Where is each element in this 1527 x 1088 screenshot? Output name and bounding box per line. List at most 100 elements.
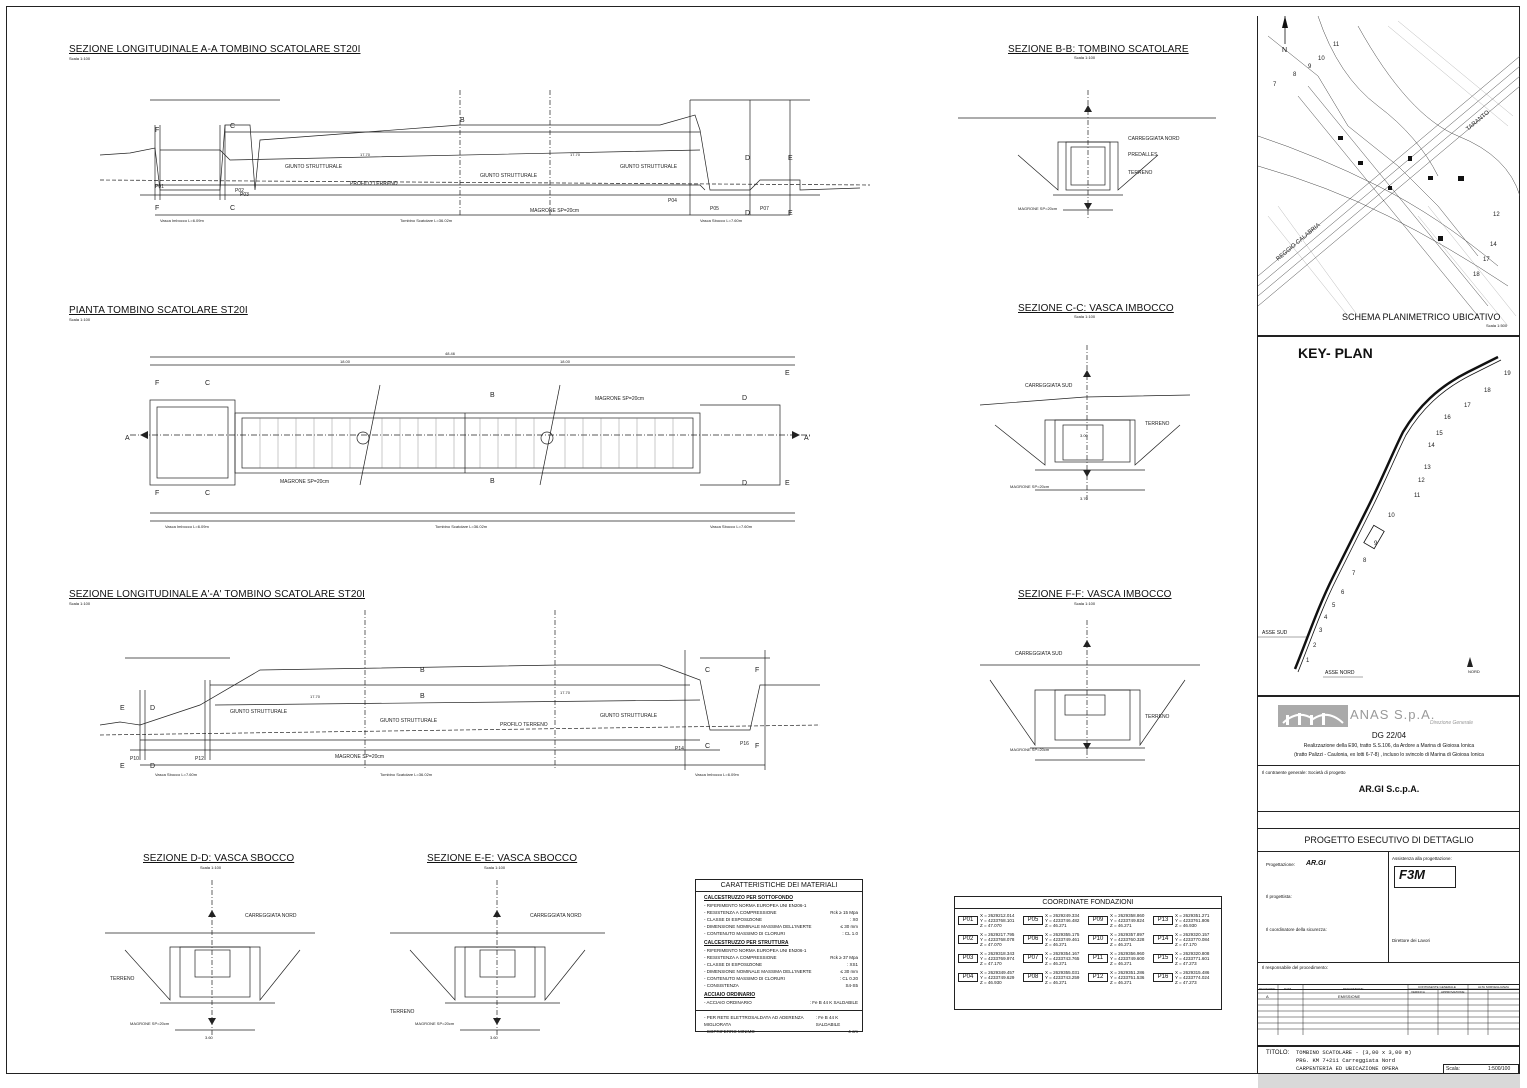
- section-cc-drawing: CARREGGIATA SUD TERRENO MAGRONE SP=20cm …: [979, 345, 1191, 501]
- keyplan-station: 1: [1306, 658, 1310, 664]
- point-id: P06: [1023, 935, 1043, 944]
- rev-col-revisione: REVISIONE: [1259, 987, 1276, 991]
- material-property: - COPRIFERRO MINIMO: [704, 1029, 755, 1034]
- section-ee-scale: Scala 1:100: [484, 865, 506, 870]
- point-id: P13: [1153, 916, 1173, 925]
- desc-line-2: (tratto Palizzi - Caulonia, ex lotti 6-7…: [1294, 752, 1484, 758]
- schema-title: SCHEMA PLANIMETRICO UBICATIVO: [1342, 312, 1501, 322]
- material-row: - CLASSE DI ESPOSIZIONE: X0: [696, 916, 862, 923]
- point-id: P09: [1088, 916, 1108, 925]
- material-value: ≤ 30 mm: [840, 924, 858, 929]
- material-value: Rck ≥ 15 Mpa: [830, 910, 858, 915]
- keyplan-station: 11: [1414, 493, 1421, 499]
- assistenza-label: Assistenza alla progettazione:: [1392, 856, 1452, 861]
- point-id: P12: [1088, 973, 1108, 982]
- svg-text:14: 14: [1490, 242, 1497, 248]
- svg-text:P14: P14: [675, 746, 684, 752]
- anas-logo: [1278, 705, 1348, 727]
- rev-col-descrizione: DESCRIZIONE: [1343, 987, 1364, 991]
- pianta-dim-total: 48.46: [445, 351, 456, 356]
- svg-text:8: 8: [1293, 72, 1297, 78]
- materials-title: CARATTERISTICHE DEI MATERIALI: [696, 880, 862, 892]
- keyplan-station: 10: [1388, 513, 1395, 519]
- material-row: - CONTENUTO MASSIMO DI CLORURI: CL 1.0: [696, 930, 862, 937]
- pianta-title: PIANTA TOMBINO SCATOLARE ST20I: [69, 305, 248, 316]
- direttore-label: Direttore dei Lavori: [1392, 938, 1431, 943]
- point-id: P10: [1088, 935, 1108, 944]
- section-dd-title: SEZIONE D-D: VASCA SBOCCO: [143, 853, 295, 864]
- aa2-tombino-len: Tombino Scatolare L=36.02m: [380, 772, 433, 777]
- material-property: - CLASSE DI ESPOSIZIONE: [704, 917, 763, 922]
- svg-text:D: D: [150, 763, 155, 770]
- titolo-line-2: PRG. KM 7+211 Carreggiata Nord: [1296, 1057, 1396, 1064]
- section-ee-title: SEZIONE E-E: VASCA SBOCCO: [427, 853, 578, 864]
- pianta-dim-1: 18.00: [340, 359, 351, 364]
- aa-dim-1: 17.70: [360, 152, 371, 157]
- dd-magrone: MAGRONE SP=20cm: [130, 1021, 170, 1026]
- svg-text:B: B: [490, 392, 495, 399]
- point-id: P05: [1023, 916, 1043, 925]
- ee-carreggiata: CARREGGIATA NORD: [530, 913, 582, 919]
- cc-terreno: TERRENO: [1145, 421, 1170, 427]
- point-id: P14: [1153, 935, 1173, 944]
- section-cc-scale: Scala 1:100: [1074, 314, 1096, 319]
- material-property: - PER RETE ELETTROSALDATA AD ADERENZA MI…: [704, 1015, 804, 1027]
- svg-text:E: E: [788, 210, 793, 217]
- aa-dim-2: 17.70: [570, 152, 581, 157]
- pianta-dim-2: 18.00: [560, 359, 571, 364]
- materials-section-1: CALCESTRUZZO PER SOTTOFONDO: [704, 895, 794, 901]
- keyplan-station: 17: [1464, 403, 1471, 409]
- svg-text:P12: P12: [195, 756, 204, 762]
- rev-col-contraente: CONTRAENTE GENERALE: [1418, 985, 1456, 989]
- pianta-vasca-imb: Vasca Imbocco L=6.09m: [165, 524, 210, 529]
- section-ff-title: SEZIONE F-F: VASCA IMBOCCO: [1018, 589, 1172, 600]
- aa2-dim-2: 17.70: [560, 690, 571, 695]
- ee-magrone: MAGRONE SP=20cm: [415, 1021, 455, 1026]
- bb-terreno: TERRENO: [1128, 170, 1153, 176]
- pianta-scale: Scala 1:100: [69, 317, 91, 322]
- contraente-block: Il contraente generale: Società di proge…: [1258, 766, 1520, 812]
- svg-text:P10: P10: [130, 756, 139, 762]
- progettazione-block: Progettazione: AR.GI Assistenza alla pro…: [1258, 852, 1520, 990]
- svg-text:D: D: [742, 395, 747, 402]
- material-value: : Fe B 44 K SALDABILE: [809, 1000, 858, 1005]
- material-value: : CL 0.20: [839, 976, 858, 981]
- svg-text:F: F: [755, 743, 759, 750]
- material-property: - ACCIAIO ORDINARIO: [704, 1000, 752, 1005]
- aa-giunto-3: GIUNTO STRUTTURALE: [620, 164, 678, 170]
- svg-text:12: 12: [1493, 212, 1500, 218]
- material-property: - RIFERIMENTO NORMA EUROPEA UNI EN206-1: [704, 948, 807, 953]
- ee-terreno: TERRENO: [390, 1009, 415, 1015]
- svg-text:P02: P02: [235, 188, 244, 194]
- rev-a: A: [1266, 994, 1269, 999]
- keyplan-station: 19: [1504, 371, 1511, 377]
- rev-col-verifica: VERIFICA: [1411, 990, 1425, 994]
- point-id: P08: [1023, 973, 1043, 982]
- drawing-frame: [6, 6, 1520, 1074]
- titolo-line-3: CARPENTERIA ED UBICAZIONE OPERA: [1296, 1065, 1399, 1072]
- keyplan-station: 12: [1418, 478, 1425, 484]
- material-property: - CLASSE DI ESPOSIZIONE: [704, 962, 763, 967]
- aa-giunto-1: GIUNTO STRUTTURALE: [285, 164, 343, 170]
- material-property: - DIMENSIONE NOMINALE MASSIMA DELL'INERT…: [704, 924, 812, 929]
- aa-magrone: MAGRONE SP=20cm: [530, 208, 579, 214]
- svg-text:E: E: [785, 370, 790, 377]
- material-property: - DIMENSIONE NOMINALE MASSIMA DELL'INERT…: [704, 969, 812, 974]
- svg-text:P16: P16: [740, 741, 749, 747]
- aa-profilo: PROFILO TERRENO: [350, 181, 398, 187]
- rev-col-approvazione: APPROVAZIONE: [1441, 990, 1465, 994]
